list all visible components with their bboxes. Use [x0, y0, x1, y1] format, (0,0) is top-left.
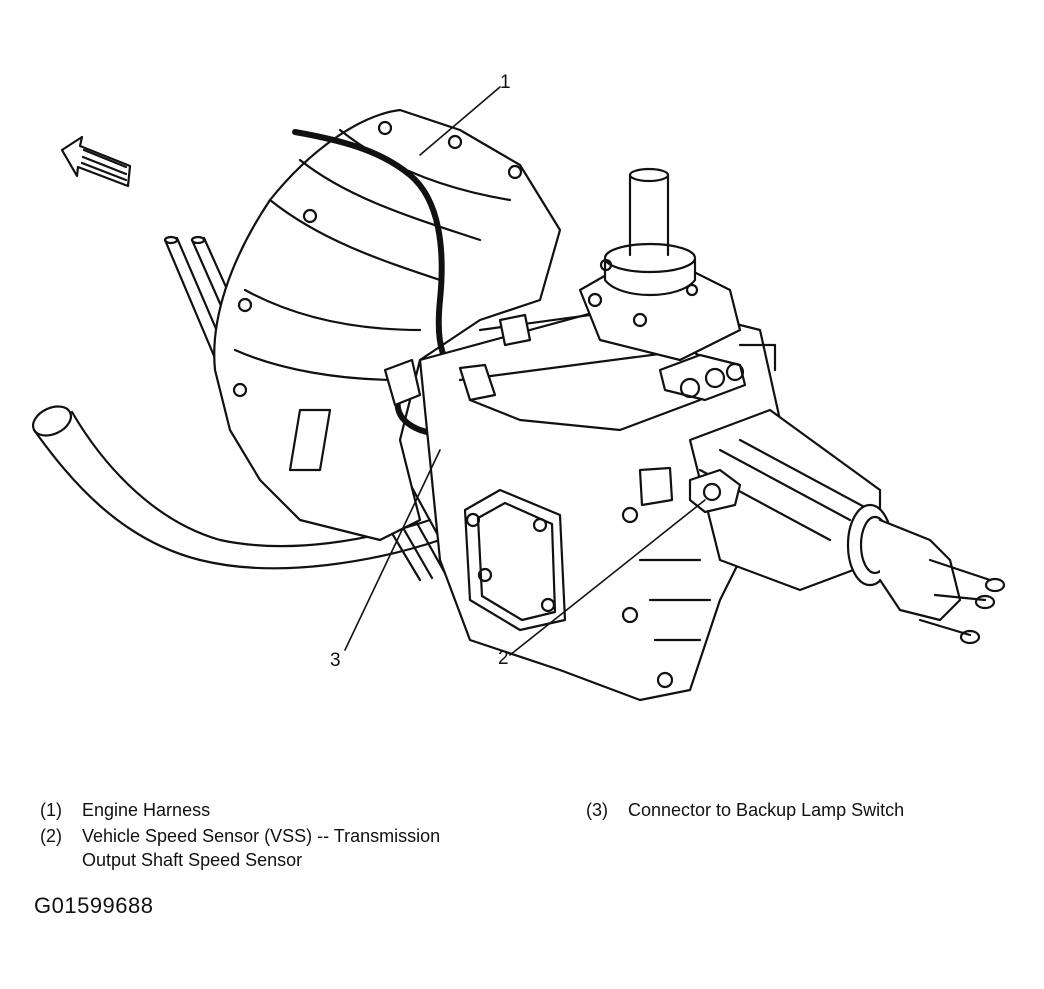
legend-item-2: (2) Vehicle Speed Sensor (VSS) -- Transmi…: [40, 824, 440, 872]
shifter-tower: [578, 167, 777, 402]
transmission-case: [418, 298, 782, 702]
transmission-diagram: [31, 86, 1006, 702]
bellhousing: [213, 108, 562, 542]
callout-1: 1: [500, 72, 511, 93]
backup-lamp-connector: [383, 313, 532, 407]
legend-text-continued: Output Shaft Speed Sensor: [82, 850, 303, 870]
legend-number: (3): [586, 800, 608, 820]
legend-text: Vehicle Speed Sensor (VSS) -- Transmissi…: [82, 826, 441, 846]
legend-text: Connector to Backup Lamp Switch: [628, 800, 905, 820]
legend-item-3: (3) Connector to Backup Lamp Switch: [586, 798, 904, 822]
leader-lines: [344, 86, 706, 656]
callout-2: 2: [498, 648, 509, 669]
legend-number: (1): [40, 800, 62, 820]
legend-item-1: (1) Engine Harness: [40, 798, 210, 822]
callout-3: 3: [330, 650, 341, 671]
figure-id: G01599688: [34, 893, 154, 918]
legend-text: Engine Harness: [82, 800, 211, 820]
tailshaft-extension: [688, 408, 1006, 645]
front-direction-arrow-icon: [60, 135, 132, 188]
legend-number: (2): [40, 826, 62, 846]
